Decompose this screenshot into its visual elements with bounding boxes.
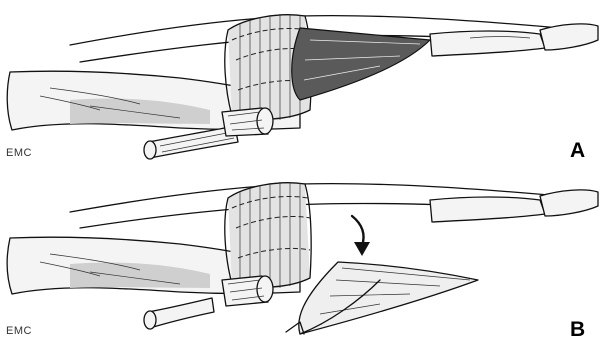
middle-phalanx-a [430, 31, 545, 56]
tendon-stump-b [148, 298, 214, 328]
panel-a [7, 14, 598, 159]
lumbrical-muscle-a [292, 28, 430, 100]
middle-phalanx-b [430, 197, 545, 222]
panel-label-a: A [570, 139, 585, 162]
logo-top: EMC [6, 147, 32, 159]
distal-phalanx-a [540, 24, 598, 50]
distal-phalanx-b [540, 190, 598, 216]
logo-bottom: EMC [6, 325, 32, 337]
arrowhead-icon [354, 242, 370, 256]
curved-arrow-icon [352, 216, 364, 246]
panel-b [7, 182, 598, 334]
lumbrical-muscle-removed-b [299, 262, 478, 334]
panel-label-b: B [570, 318, 585, 341]
